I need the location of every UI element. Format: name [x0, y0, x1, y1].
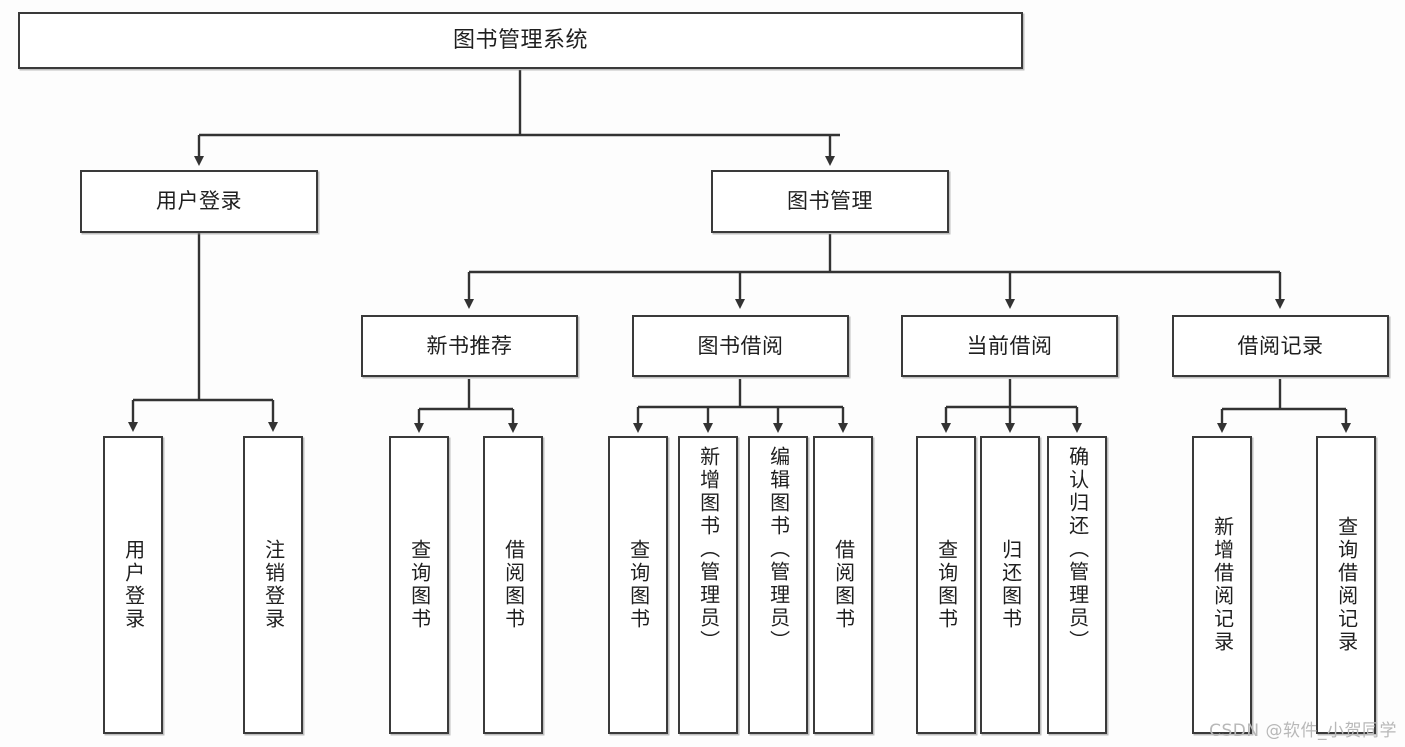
node-leaf-edit-book-admin[interactable]: 编辑图书（管理员） — [748, 436, 808, 734]
node-label: 图书借阅 — [697, 333, 784, 358]
node-label: 新书推荐 — [426, 333, 513, 358]
node-label: 当前借阅 — [966, 333, 1053, 358]
node-leaf-query-book-recommend[interactable]: 查询图书 — [389, 436, 449, 734]
node-leaf-add-borrow-record[interactable]: 新增借阅记录 — [1192, 436, 1252, 734]
node-label: 新增图书（管理员） — [696, 446, 721, 653]
node-label: 借阅图书 — [831, 539, 856, 631]
node-book-borrowing[interactable]: 图书借阅 — [632, 315, 849, 377]
node-label: 查询借阅记录 — [1334, 516, 1359, 654]
node-label: 用户登录 — [121, 539, 146, 631]
node-leaf-query-book-current[interactable]: 查询图书 — [916, 436, 976, 734]
node-leaf-logout[interactable]: 注销登录 — [243, 436, 303, 734]
node-label: 用户登录 — [156, 189, 242, 214]
node-leaf-query-book-borrow[interactable]: 查询图书 — [608, 436, 668, 734]
node-label: 注销登录 — [261, 539, 286, 631]
node-leaf-user-login[interactable]: 用户登录 — [103, 436, 163, 734]
node-label: 归还图书 — [998, 539, 1023, 631]
node-label: 图书管理系统 — [452, 27, 588, 53]
node-new-book-recommendation[interactable]: 新书推荐 — [361, 315, 578, 377]
node-root-book-management-system[interactable]: 图书管理系统 — [18, 12, 1023, 69]
node-borrow-records[interactable]: 借阅记录 — [1172, 315, 1389, 377]
node-label: 借阅图书 — [501, 539, 526, 631]
node-leaf-confirm-return-admin[interactable]: 确认归还（管理员） — [1047, 436, 1107, 734]
node-leaf-query-borrow-record[interactable]: 查询借阅记录 — [1316, 436, 1376, 734]
node-leaf-add-book-admin[interactable]: 新增图书（管理员） — [678, 436, 738, 734]
node-leaf-borrow-book[interactable]: 借阅图书 — [813, 436, 873, 734]
node-leaf-return-book[interactable]: 归还图书 — [980, 436, 1040, 734]
node-label: 查询图书 — [407, 539, 432, 631]
node-book-management[interactable]: 图书管理 — [711, 170, 949, 233]
node-label: 图书管理 — [787, 189, 873, 214]
node-label: 编辑图书（管理员） — [766, 446, 791, 653]
node-label: 确认归还（管理员） — [1065, 446, 1090, 653]
node-label: 查询图书 — [626, 539, 651, 631]
node-current-borrowing[interactable]: 当前借阅 — [901, 315, 1118, 377]
node-label: 借阅记录 — [1237, 333, 1324, 358]
watermark-text: CSDN @软件_小贺同学 — [1209, 721, 1397, 741]
node-user-login[interactable]: 用户登录 — [80, 170, 318, 233]
node-label: 新增借阅记录 — [1210, 516, 1235, 654]
node-label: 查询图书 — [934, 539, 959, 631]
node-leaf-borrow-book-recommend[interactable]: 借阅图书 — [483, 436, 543, 734]
